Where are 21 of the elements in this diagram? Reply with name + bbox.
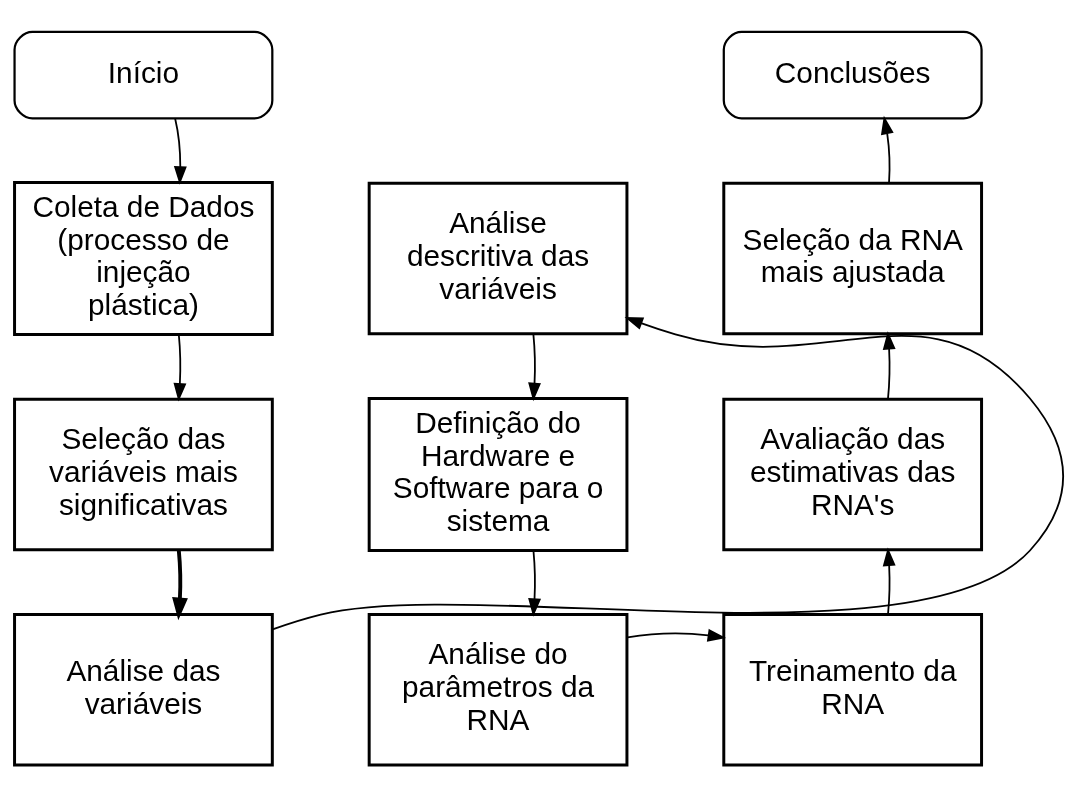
node-box: Análise das variáveis <box>13 612 274 767</box>
arrow <box>172 549 188 620</box>
node-box: Treinamento da RNA <box>722 612 984 767</box>
node-box: Início <box>13 30 274 119</box>
arrow <box>173 333 187 402</box>
arrow <box>528 332 542 401</box>
node-box: Definição do Hardware e Software para o sistema <box>367 396 629 552</box>
arrow <box>271 316 1065 630</box>
arrow <box>626 628 727 642</box>
node-box: Seleção da RNA mais ajustada <box>722 181 984 335</box>
arrow <box>173 117 187 185</box>
arrow <box>528 549 542 617</box>
node-box: Análise descritiva das variáveis <box>367 181 629 335</box>
node-box: Análise do parâmetros da RNA <box>367 612 629 767</box>
arrow <box>880 115 894 184</box>
node-box: Conclusões <box>722 30 983 119</box>
node-box: Seleção das variáveis mais significativas <box>13 397 274 551</box>
node-box: Avaliação das estimativas das RNA's <box>722 397 984 551</box>
node-box: Coleta de Dados (processo de injeção plástica) <box>13 180 274 336</box>
arrow <box>882 547 896 615</box>
arrow <box>882 330 896 400</box>
